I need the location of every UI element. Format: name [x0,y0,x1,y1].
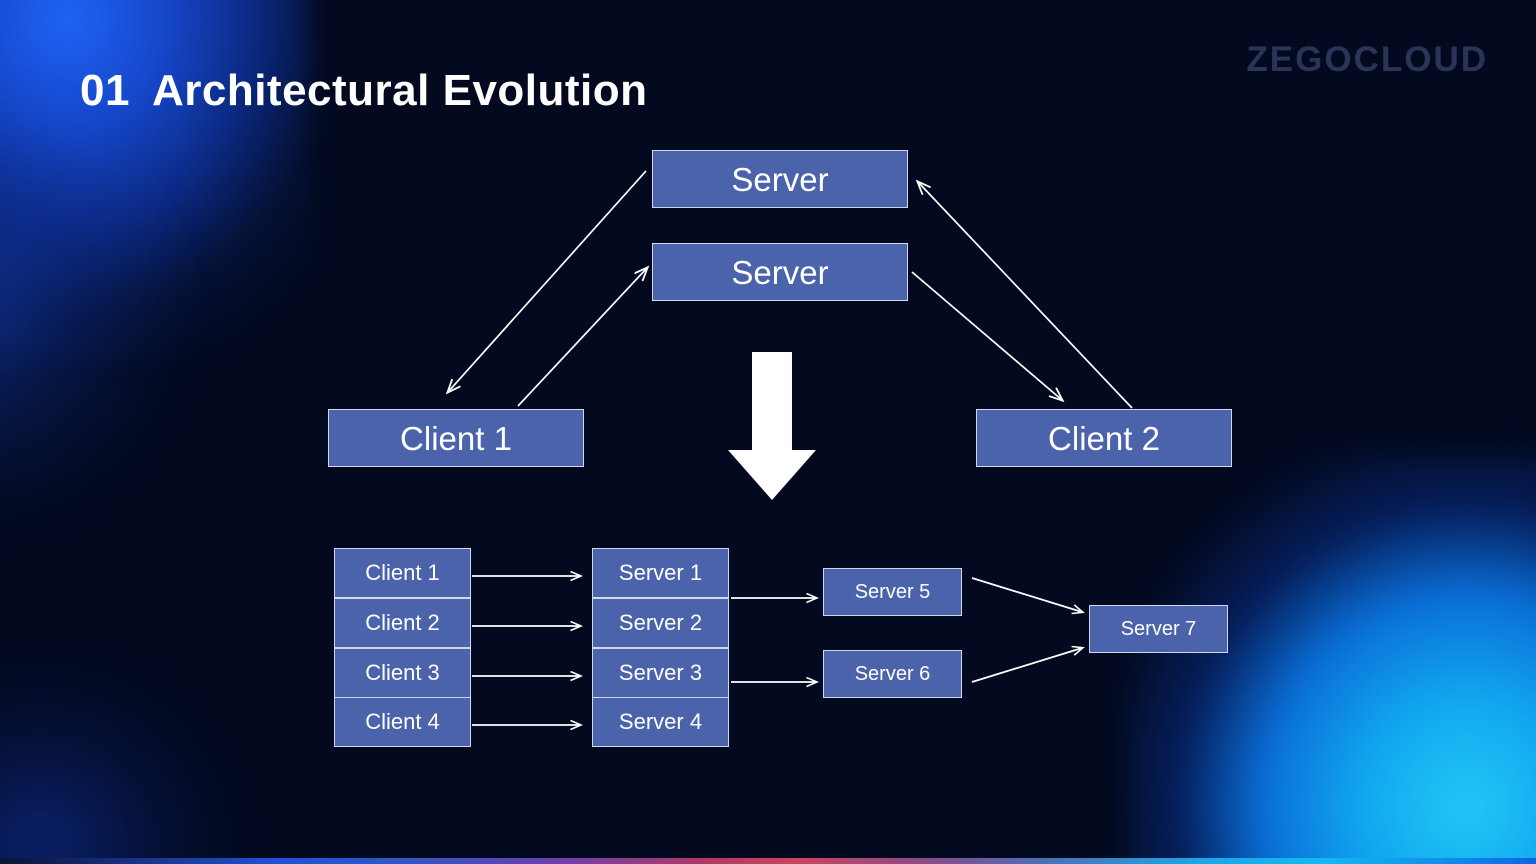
background-glow-bottom-left [0,664,230,864]
node-label: Server [731,160,829,198]
node-server-top-2[interactable]: Server [652,243,908,301]
node-bottom-client-1[interactable]: Client 1 [334,548,471,598]
node-bottom-server-7[interactable]: Server 7 [1089,605,1228,653]
node-label: Server 2 [618,610,703,635]
node-label: Client 1 [365,560,440,585]
down-arrow-icon [728,352,816,500]
background-glow-bottom-right [1126,454,1536,864]
arrow-client1-to-server2 [517,268,647,407]
node-bottom-server-5[interactable]: Server 5 [823,568,962,616]
node-bottom-server-6[interactable]: Server 6 [823,650,962,698]
node-label: Server 7 [1120,618,1197,640]
arrow-client2-to-server1 [918,182,1133,409]
node-label: Server [731,253,829,291]
node-bottom-client-2[interactable]: Client 2 [334,598,471,648]
node-client-2[interactable]: Client 2 [976,409,1232,467]
node-label: Server 5 [854,581,931,603]
node-bottom-client-4[interactable]: Client 4 [334,697,471,747]
node-label: Client 3 [365,660,440,685]
brand-logo: ZEGOCLOUD [1246,40,1488,79]
node-label: Server 1 [618,560,703,585]
node-label: Client 1 [400,419,512,457]
node-label: Server 4 [618,709,703,734]
bottom-accent-strip [0,858,1536,864]
background-glow-top-left [0,0,310,360]
node-label: Server 3 [618,660,703,685]
arrow-server5-to-server7 [971,577,1082,612]
arrow-server2-to-client2 [911,271,1062,400]
node-bottom-client-3[interactable]: Client 3 [334,648,471,698]
page-title-number: 01 [80,66,130,115]
node-bottom-server-3[interactable]: Server 3 [592,648,729,698]
node-label: Server 6 [854,663,931,685]
arrow-server6-to-server7 [971,648,1082,683]
node-bottom-server-2[interactable]: Server 2 [592,598,729,648]
node-label: Client 4 [365,709,440,734]
node-label: Client 2 [1048,419,1160,457]
arrow-server1-to-client1 [448,170,647,392]
node-server-top-1[interactable]: Server [652,150,908,208]
node-label: Client 2 [365,610,440,635]
background-glow-top-left-secondary [0,100,180,520]
node-bottom-server-1[interactable]: Server 1 [592,548,729,598]
node-bottom-server-4[interactable]: Server 4 [592,697,729,747]
page-title: 01 Architectural Evolution [80,66,648,116]
page-title-text: Architectural Evolution [151,66,648,115]
node-client-1[interactable]: Client 1 [328,409,584,467]
